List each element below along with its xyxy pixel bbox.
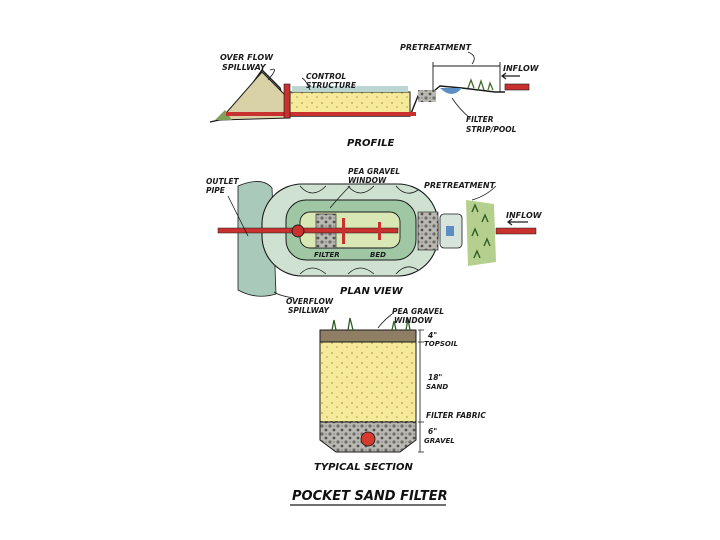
inflow-label: INFLOW (503, 64, 540, 73)
profile-underdrain-pipe (226, 112, 416, 116)
plan-leaders (227, 185, 497, 299)
berm-grass (215, 110, 232, 120)
plan-overflow-spillway-label-1: OVERFLOW (286, 297, 334, 306)
plan-underdrain-tee-2 (378, 222, 381, 240)
topsoil-label: TOPSOIL (424, 340, 458, 348)
pretreatment-pool (440, 88, 462, 94)
plan-grass-strip (466, 200, 496, 266)
plan-control-structure (291, 224, 305, 238)
sand-depth-label: 18" (428, 373, 442, 382)
gravel-label: GRAVEL (424, 437, 455, 445)
filter-bed-label-1: FILTER (314, 251, 340, 259)
plan-pretreatment-inlet (446, 226, 454, 236)
overflow-spillway-label-1: OVER FLOW (220, 53, 274, 62)
section-grass (331, 317, 411, 331)
gravel-depth-label: 6" (428, 427, 437, 436)
section-underdrain-pipe (360, 431, 376, 447)
section-pea-gravel-label-1: PEA GRAVEL (392, 307, 444, 316)
profile-pool-water (292, 86, 408, 92)
plan-grass-tufts (471, 203, 491, 259)
control-structure-label-1: CONTROL (306, 72, 346, 81)
plan-pretreatment-stone (417, 211, 439, 251)
profile-inflow-pipe (504, 83, 530, 91)
plan-embankment-scallops (299, 185, 419, 275)
plan-pretreatment-label: PRETREATMENT (424, 181, 496, 190)
profile-leaders (267, 51, 475, 119)
control-structure-riser (283, 83, 291, 119)
profile-grass-tufts (467, 78, 494, 91)
plan-view-title: PLAN VIEW (340, 286, 404, 297)
plan-view-section: OUTLET PIPE PEA GRAVEL WINDOW PRETREATME… (206, 167, 543, 315)
plan-inflow-label: INFLOW (506, 211, 543, 220)
pea-gravel-window-label-2: WINDOW (348, 176, 387, 185)
section-topsoil-layer (319, 329, 417, 343)
pretreatment-stone (418, 90, 436, 102)
section-pea-gravel-label-2: WINDOW (394, 316, 433, 325)
pretreatment-dimension (432, 62, 501, 92)
control-structure-label-2: STRUCTURE (306, 81, 357, 90)
filter-fabric-label: FILTER FABRIC (426, 411, 486, 420)
outlet-pipe-label-2: PIPE (206, 186, 226, 195)
sand-label: SAND (426, 383, 448, 391)
typical-section: PEA GRAVEL WINDOW 4" TOPSOIL 18" SAND FI… (314, 307, 486, 473)
outlet-pipe-label-1: OUTLET (206, 177, 239, 186)
typical-section-title: TYPICAL SECTION (314, 462, 413, 473)
pretreatment-label: PRETREATMENT (400, 43, 472, 52)
filter-bed-label-2: BED (370, 251, 386, 259)
section-leaders (377, 313, 393, 329)
plan-inflow-arrow (507, 218, 528, 226)
section-sand-layer (319, 341, 417, 423)
plan-inflow-pipe (495, 227, 537, 235)
profile-title: PROFILE (347, 138, 394, 149)
filter-strip-label-2: STRIP/POOL (466, 125, 517, 134)
main-title: POCKET SAND FILTER (292, 489, 448, 504)
profile-section: OVER FLOW SPILLWAY CONTROL STRUCTURE PRE… (209, 43, 540, 149)
filter-strip-label-1: FILTER (466, 115, 494, 124)
pea-gravel-window-label-1: PEA GRAVEL (348, 167, 400, 176)
plan-outlet-pipe (217, 227, 399, 234)
plan-underdrain-tee-1 (342, 218, 345, 244)
profile-inflow-arrow (501, 72, 520, 80)
topsoil-depth-label: 4" (428, 331, 437, 340)
overflow-spillway-label-2: SPILLWAY (222, 63, 267, 72)
plan-overflow-spillway-label-2: SPILLWAY (288, 306, 331, 315)
section-dimension-ticks (418, 329, 424, 453)
